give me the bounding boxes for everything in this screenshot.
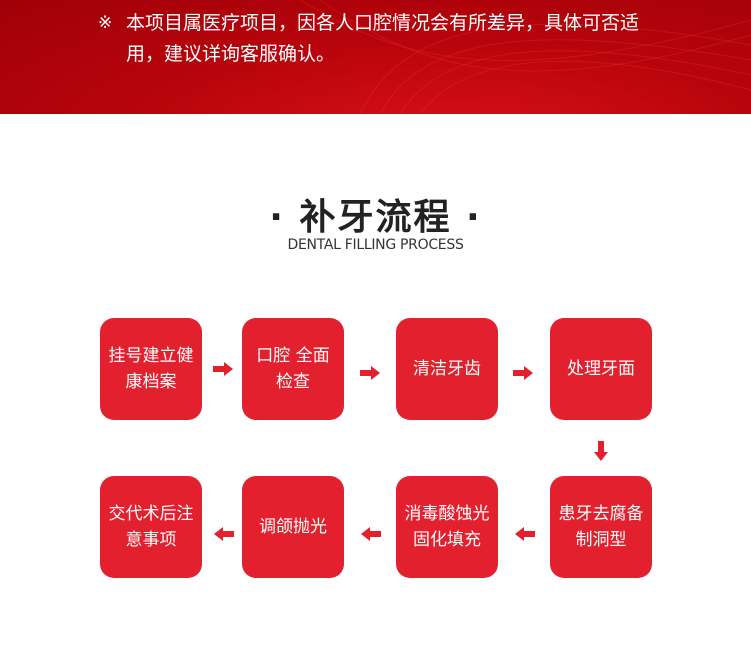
arrow-down-icon [594, 441, 608, 461]
section-title: · 补牙流程 · [269, 197, 482, 238]
notice-banner: ※ 本项目属医疗项目，因各人口腔情况会有所差异，具体可否适用，建议详询客服确认。 [0, 0, 751, 114]
arrow-left-icon [515, 527, 535, 541]
arrow-right-icon [360, 366, 380, 380]
step-4: 处理牙面 [550, 318, 652, 420]
reference-mark-icon: ※ [98, 13, 113, 33]
arrow-right-icon [513, 366, 533, 380]
wave-pattern [299, 0, 751, 114]
arrow-left-icon [214, 527, 234, 541]
step-8: 交代术后注意事项 [100, 476, 202, 578]
step-6: 消毒酸蚀光固化填充 [396, 476, 498, 578]
section-subtitle: DENTAL FILLING PROCESS [287, 237, 464, 253]
step-3: 清洁牙齿 [396, 318, 498, 420]
notice-text-block: ※ 本项目属医疗项目，因各人口腔情况会有所差异，具体可否适用，建议详询客服确认。 [98, 8, 658, 70]
arrow-right-icon [213, 362, 233, 376]
step-5: 患牙去腐备制洞型 [550, 476, 652, 578]
step-7: 调颌抛光 [242, 476, 344, 578]
arrow-left-icon [361, 527, 381, 541]
step-2: 口腔 全面检查 [242, 318, 344, 420]
step-1: 挂号建立健康档案 [100, 318, 202, 420]
notice-text: 本项目属医疗项目，因各人口腔情况会有所差异，具体可否适用，建议详询客服确认。 [126, 12, 640, 65]
